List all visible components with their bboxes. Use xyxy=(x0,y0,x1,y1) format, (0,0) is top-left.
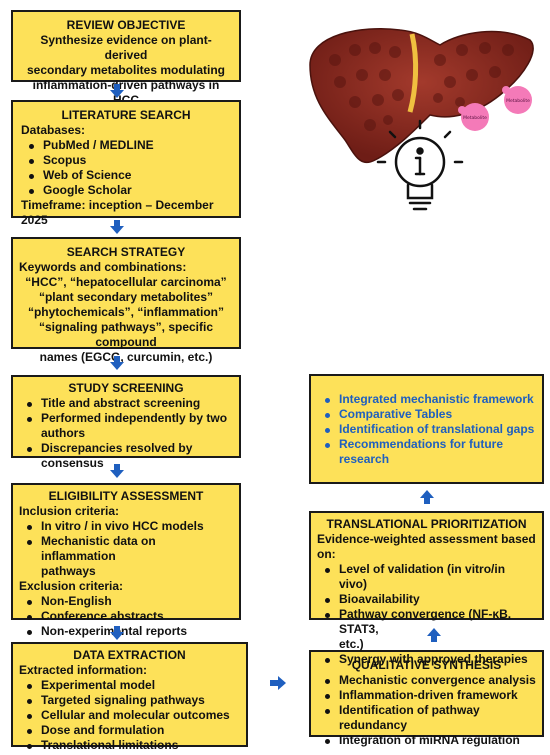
objective-line: Synthesize evidence on plant-derived xyxy=(40,33,212,62)
exclusion-label: Exclusion criteria: xyxy=(19,579,124,593)
keyword-line: names (EGCG, curcumin, etc.) xyxy=(39,350,213,364)
timeframe-text: Timeframe: inception – December 2025 xyxy=(21,198,214,227)
synthesis-item: Identification of pathway redundancy xyxy=(317,703,536,733)
outcomes-box: Integrated mechanistic framework Compara… xyxy=(309,374,544,484)
screening-item: Performed independently by two xyxy=(19,411,233,426)
eligibility-title: ELIGIBILITY ASSESSMENT xyxy=(48,489,204,503)
extraction-item: Targeted signaling pathways xyxy=(19,693,240,708)
translational-prioritization-box: TRANSLATIONAL PRIORITIZATION Evidence-we… xyxy=(309,511,544,666)
eligibility-box: ELIGIBILITY ASSESSMENT Inclusion criteri… xyxy=(11,483,241,638)
database-item: Google Scholar xyxy=(21,183,231,198)
keywords-label: Keywords and combinations: xyxy=(19,260,187,274)
screening-item: Discrepancies resolved by consensus xyxy=(19,441,233,471)
search-strategy-box: SEARCH STRATEGY Keywords and combination… xyxy=(11,237,241,364)
literature-search-box: LITERATURE SEARCH Databases: PubMed / ME… xyxy=(11,100,241,227)
extraction-item: Experimental model xyxy=(19,678,240,693)
data-extraction-title: DATA EXTRACTION xyxy=(73,648,186,662)
objective-line: secondary metabolites modulating xyxy=(26,63,226,77)
extraction-item: Translational limitations xyxy=(19,738,240,753)
databases-label: Databases: xyxy=(21,123,86,137)
screening-item-text: authors xyxy=(41,426,86,440)
screening-item: Title and abstract screening xyxy=(19,396,233,411)
liver-illustration: Metabolite Metabolite xyxy=(309,28,534,211)
outcome-item: Comparative Tables xyxy=(317,407,536,422)
study-screening-box: STUDY SCREENING Title and abstract scree… xyxy=(11,375,241,470)
inclusion-item: In vitro / in vivo HCC models xyxy=(19,519,233,534)
arrow-down-icon xyxy=(110,220,124,234)
keyword-line: “plant secondary metabolites” xyxy=(38,290,214,304)
outcomes-list: Integrated mechanistic framework Compara… xyxy=(317,392,536,452)
metabolite-label-1: Metabolite xyxy=(463,115,487,121)
synthesis-item: Inflammation-driven framework xyxy=(317,688,536,703)
info-lightbulb-icon xyxy=(376,119,464,211)
prioritization-title: TRANSLATIONAL PRIORITIZATION xyxy=(326,517,527,531)
review-objective-box: REVIEW OBJECTIVE Synthesize evidence on … xyxy=(11,10,241,107)
inclusion-label: Inclusion criteria: xyxy=(19,504,120,518)
literature-search-title: LITERATURE SEARCH xyxy=(61,108,191,122)
prioritization-item: Level of validation (in vitro/in vivo) xyxy=(317,562,536,592)
arrow-up-icon xyxy=(427,628,441,642)
prioritization-list-tail: Synergy with approved therapies xyxy=(317,652,536,667)
exclusion-item: Non-experimental reports xyxy=(19,624,233,639)
inclusion-list: In vitro / in vivo HCC models Mechanisti… xyxy=(19,519,233,564)
exclusion-item: Conference abstracts xyxy=(19,609,233,624)
database-item: PubMed / MEDLINE xyxy=(21,138,231,153)
extraction-item: Dose and formulation xyxy=(19,723,240,738)
outcome-item-continued: research xyxy=(339,452,390,466)
keyword-line: “HCC”, “hepatocellular carcinoma” xyxy=(25,275,227,289)
prioritization-item-continued: etc.) xyxy=(339,637,364,651)
keyword-line: “signaling pathways”, specific compound xyxy=(38,320,214,349)
extraction-list: Experimental model Targeted signaling pa… xyxy=(19,678,240,753)
arrow-down-icon xyxy=(110,626,124,640)
exclusion-list: Non-English Conference abstracts Non-exp… xyxy=(19,594,233,639)
extracted-info-label: Extracted information: xyxy=(19,663,148,677)
screening-list: Title and abstract screening Performed i… xyxy=(19,396,233,471)
database-item: Scopus xyxy=(21,153,231,168)
database-item: Web of Science xyxy=(21,168,231,183)
arrow-right-icon xyxy=(270,676,286,690)
synthesis-item: Mechanistic convergence analysis xyxy=(317,673,536,688)
review-objective-title: REVIEW OBJECTIVE xyxy=(66,18,186,32)
metabolite-bubble-2: Metabolite xyxy=(502,86,532,114)
search-strategy-title: SEARCH STRATEGY xyxy=(66,245,186,259)
arrow-up-icon xyxy=(420,490,434,504)
inclusion-item: Mechanistic data on inflammation xyxy=(19,534,233,564)
inclusion-item-continued: pathways xyxy=(41,564,96,578)
outcome-item: Integrated mechanistic framework xyxy=(317,392,536,407)
liver-icon xyxy=(309,28,534,164)
study-screening-title: STUDY SCREENING xyxy=(68,381,184,395)
keyword-line: “phytochemicals”, “inflammation” xyxy=(27,305,225,319)
exclusion-item: Non-English xyxy=(19,594,233,609)
database-list: PubMed / MEDLINE Scopus Web of Science G… xyxy=(21,138,231,198)
qualitative-synthesis-title: QUALITATIVE SYNTHESIS xyxy=(351,658,502,672)
arrow-down-icon xyxy=(110,464,124,478)
outcome-item: Identification of translational gaps xyxy=(317,422,536,437)
outcome-item: Recommendations for future xyxy=(317,437,536,452)
data-extraction-box: DATA EXTRACTION Extracted information: E… xyxy=(11,642,248,752)
metabolite-label-2: Metabolite xyxy=(506,98,530,104)
prioritization-item: Pathway convergence (NF-κB, STAT3, xyxy=(317,607,536,637)
arrow-down-icon xyxy=(110,84,124,98)
arrow-down-icon xyxy=(110,356,124,370)
screening-item-continued: authors xyxy=(19,426,233,441)
extraction-item: Cellular and molecular outcomes xyxy=(19,708,240,723)
prioritization-item: Bioavailability xyxy=(317,592,536,607)
synthesis-list: Mechanistic convergence analysis Inflamm… xyxy=(317,673,536,748)
synthesis-item: Integration of miRNA regulation xyxy=(317,733,536,748)
qualitative-synthesis-box: QUALITATIVE SYNTHESIS Mechanistic conver… xyxy=(309,650,544,747)
metabolite-bubble-1: Metabolite xyxy=(458,103,489,131)
prioritization-item: Synergy with approved therapies xyxy=(317,652,536,667)
prioritization-label: Evidence-weighted assessment based on: xyxy=(317,532,536,561)
prioritization-list: Level of validation (in vitro/in vivo) B… xyxy=(317,562,536,637)
